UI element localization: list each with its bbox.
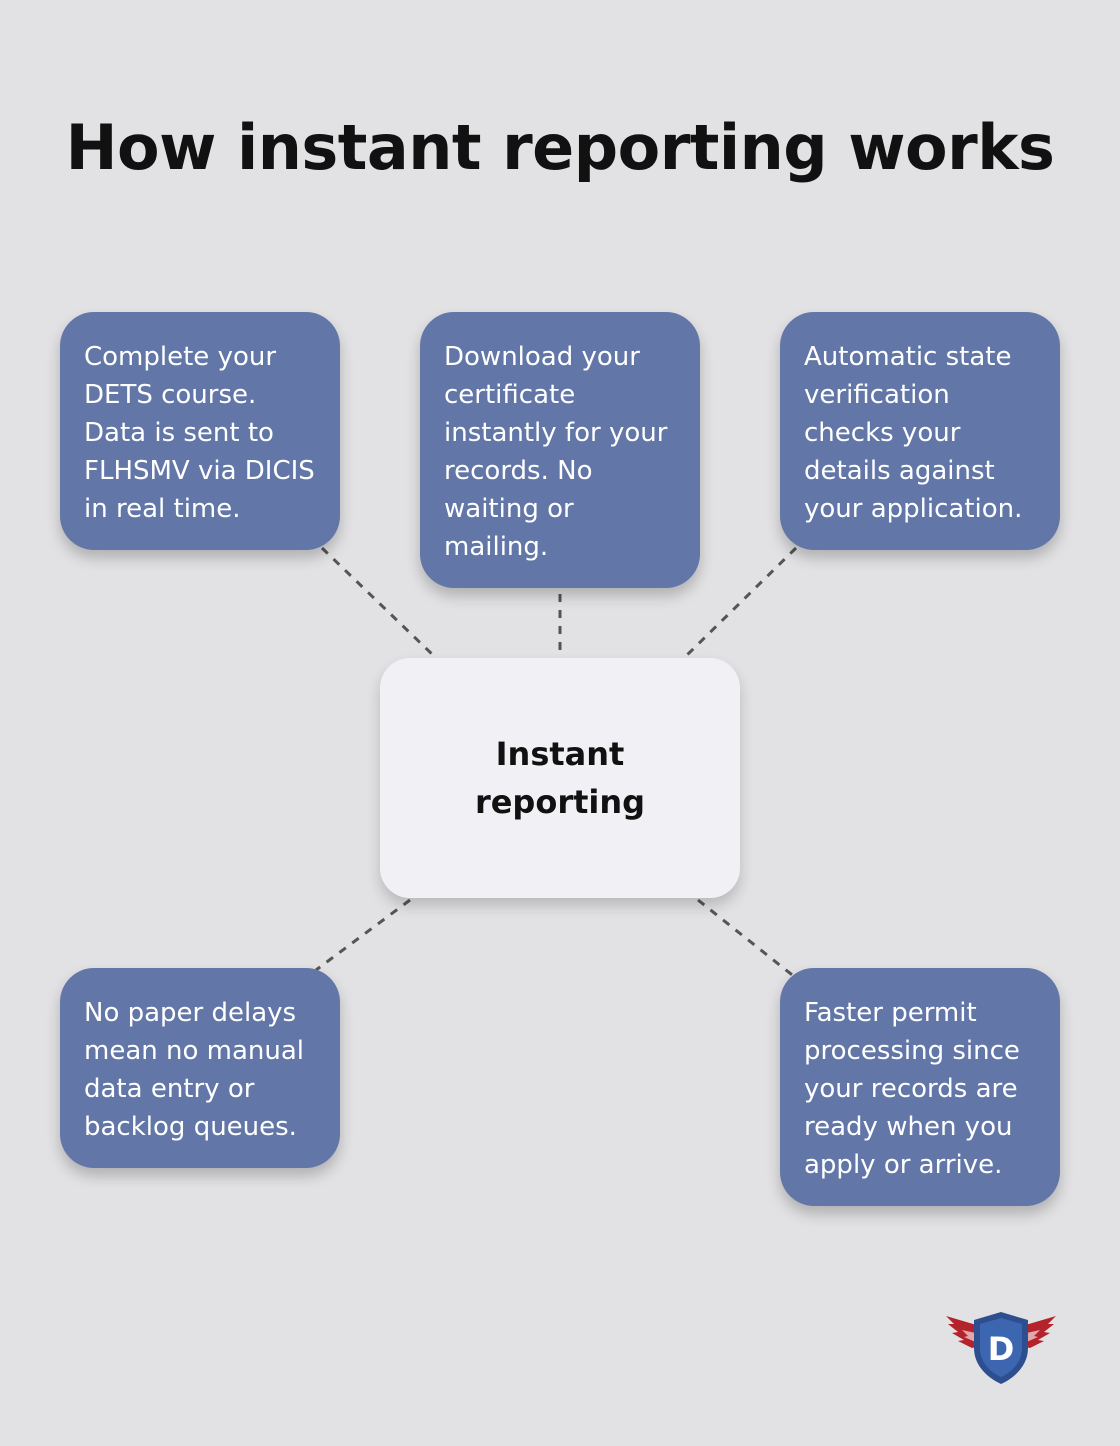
page-title: How instant reporting works (65, 111, 1055, 184)
step-card-3: Automatic state verification checks your… (780, 312, 1060, 550)
connector-step-5 (697, 898, 797, 980)
winged-shield-logo-icon: D (946, 1312, 1056, 1384)
logo-letter: D (988, 1330, 1015, 1368)
step-text: No paper delays mean no manual data entr… (84, 998, 305, 1142)
step-card-5: Faster permit processing since your reco… (780, 968, 1060, 1206)
center-label: Instant reporting (474, 735, 646, 821)
step-text: Download your certificate instantly for … (444, 342, 668, 562)
step-card-4: No paper delays mean no manual data entr… (60, 968, 340, 1168)
connector-step-1 (320, 546, 436, 658)
center-node: Instant reporting (380, 658, 740, 898)
step-text: Complete your DETS course. Data is sent … (84, 342, 315, 524)
step-card-2: Download your certificate instantly for … (420, 312, 700, 588)
step-text: Automatic state verification checks your… (804, 342, 1023, 524)
step-card-1: Complete your DETS course. Data is sent … (60, 312, 340, 550)
step-text: Faster permit processing since your reco… (804, 998, 1020, 1180)
connector-step-3 (684, 546, 798, 658)
connector-step-4 (315, 898, 411, 972)
